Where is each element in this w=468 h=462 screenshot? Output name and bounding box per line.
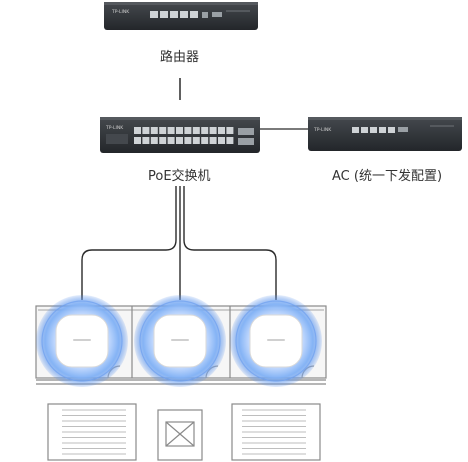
switch-port	[150, 137, 158, 144]
switch-port	[209, 137, 217, 144]
switch-port	[159, 137, 167, 144]
switch-port	[159, 127, 167, 134]
cable-ap-1	[81, 186, 177, 300]
switch-port	[142, 137, 150, 144]
switch-port	[192, 137, 200, 144]
switch-port	[167, 137, 175, 144]
ac-badge: TP-LINK	[313, 127, 332, 133]
switch-port	[218, 137, 225, 144]
switch-port	[192, 127, 200, 134]
cable-ap-3	[183, 186, 277, 300]
switch-ports	[134, 127, 234, 144]
switch-port	[184, 137, 192, 144]
poe-switch-label: PoE交换机	[148, 169, 211, 184]
switch-port	[176, 137, 183, 144]
switch-port	[134, 127, 141, 134]
switch-port	[167, 127, 175, 134]
ac-controller-label: AC (统一下发配置)	[332, 169, 443, 184]
switch-port	[150, 127, 158, 134]
access-point-1	[36, 295, 128, 387]
switch-port	[176, 127, 183, 134]
router-badge: TP-LINK	[111, 9, 130, 15]
ac-controller-device: TP-LINK	[308, 117, 462, 151]
switch-port	[201, 127, 209, 134]
router-device: TP-LINK	[104, 2, 258, 30]
switch-badge: TP-LINK	[105, 125, 124, 131]
switch-port	[134, 137, 141, 144]
switch-port	[142, 127, 150, 134]
switch-port	[218, 127, 225, 134]
switch-port	[209, 127, 217, 134]
access-point-2	[134, 295, 226, 387]
router-label: 路由器	[160, 50, 200, 65]
switch-port	[201, 137, 209, 144]
switch-port	[184, 127, 192, 134]
switch-port	[226, 137, 234, 144]
access-points	[36, 295, 322, 387]
access-point-3	[230, 295, 322, 387]
switch-port	[226, 127, 234, 134]
poe-cables	[81, 186, 277, 300]
poe-switch-device: TP-LINK	[100, 117, 260, 153]
